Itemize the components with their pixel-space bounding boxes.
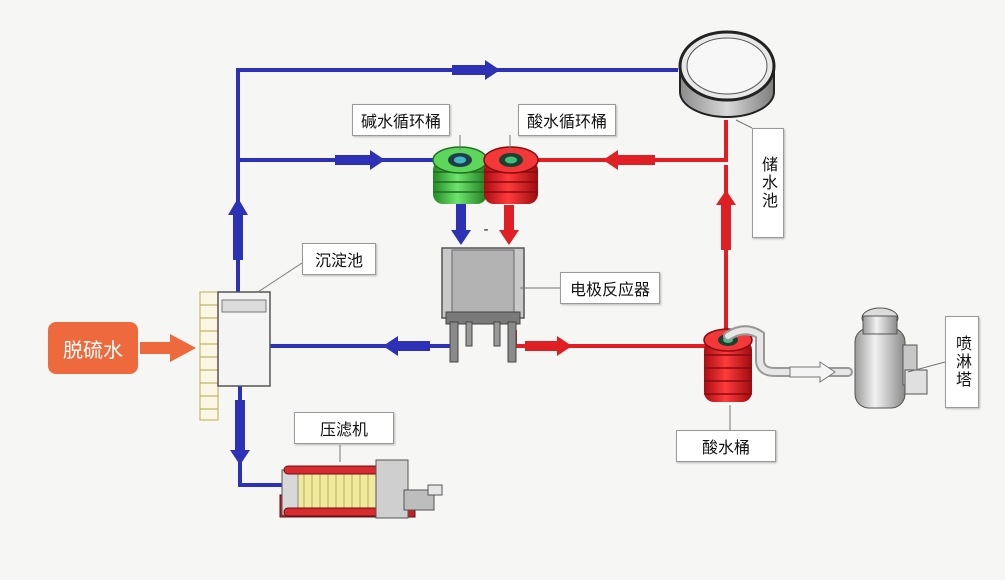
- arrow-left-return: [383, 336, 430, 356]
- arrow-up-acid: [716, 190, 736, 250]
- electrode-reactor-graphic: [441, 247, 525, 363]
- sedimentation-tank-graphic: [199, 291, 271, 421]
- feed-arrow: [140, 334, 196, 362]
- alkali-tank-graphic: [432, 146, 488, 204]
- alkaline-flow-arrows: [228, 60, 500, 465]
- arrow-mid-right: [335, 150, 385, 170]
- acid-bucket-label: 酸水桶: [676, 430, 776, 462]
- feed-label: 脱硫水: [48, 322, 138, 374]
- arrow-left-acid: [603, 150, 655, 170]
- acid-tank-label: 酸水循环桶: [518, 104, 616, 136]
- arrow-top-right: [452, 60, 500, 80]
- filter-press-graphic: [279, 459, 443, 519]
- spray-tower-label: 喷淋塔: [945, 316, 979, 408]
- alkali-tank-label: 碱水循环桶: [352, 104, 450, 136]
- storage-pool: [678, 30, 776, 118]
- acid-flow-arrows: [499, 150, 736, 356]
- acid-tank-graphic: [483, 146, 539, 204]
- leader-lines: [257, 119, 946, 462]
- reactor-minus-mark: -: [483, 222, 489, 238]
- pipe-pool-to-acid-tank: [538, 120, 728, 162]
- sedimentation-tank-label: 沉淀池: [302, 243, 376, 275]
- arrow-up-main: [228, 198, 248, 260]
- arrow-right-acid: [525, 336, 572, 356]
- spray-return-pipe-inner: [725, 327, 851, 375]
- filter-press-label: 压滤机: [294, 412, 394, 444]
- spray-tower-graphic: [854, 307, 928, 409]
- arrow-to-spray-tower: [789, 361, 836, 383]
- reactor-label: 电极反应器: [560, 272, 660, 304]
- pipe-into-filter-press: [238, 470, 282, 487]
- arrow-down-acid: [499, 205, 519, 245]
- arrow-down-filter: [230, 400, 250, 465]
- storage-pool-label: 储水池: [752, 128, 784, 238]
- arrow-down-alkali: [451, 200, 471, 245]
